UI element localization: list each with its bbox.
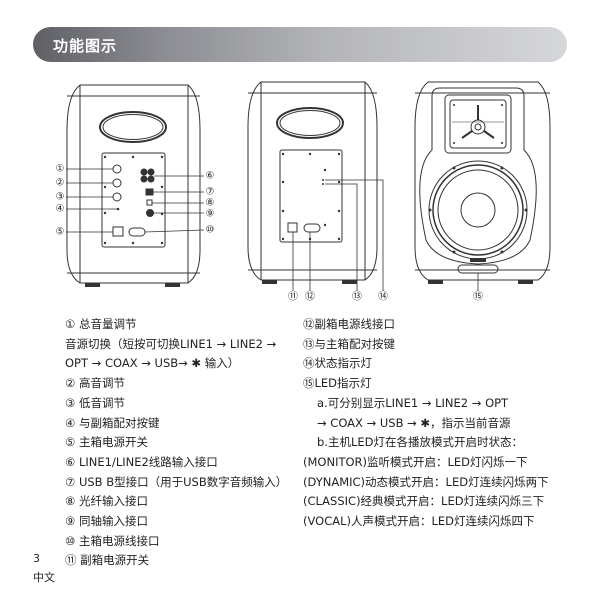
callout-9: ⑨: [206, 209, 215, 220]
callout-11: ⑪: [288, 291, 298, 303]
callout-1: ①: [56, 164, 65, 175]
list-item: ⑪ 副箱电源开关: [65, 553, 150, 568]
list-item: ⑤ 主箱电源开关: [65, 435, 148, 450]
section-title: 功能图示: [53, 37, 118, 55]
list-item: ① 总音量调节: [65, 317, 137, 331]
list-item: ⑬与主箱配对按键: [303, 336, 395, 351]
list-item: ⑭状态指示灯: [303, 356, 372, 371]
list-item: 音源切换（短按可切换LINE1 → LINE2 →: [65, 336, 277, 351]
list-item: (MONITOR)监听模式开启：LED灯闪烁一下: [303, 454, 528, 469]
list-item: (CLASSIC)经典模式开启：LED灯连续闪烁三下: [303, 494, 545, 509]
list-item: ⑧ 光纤输入接口: [65, 494, 148, 509]
callout-2: ②: [56, 178, 65, 189]
callout-4: ④: [56, 204, 65, 215]
list-item: ⑫副箱电源线接口: [303, 317, 395, 331]
speaker-front: [414, 81, 551, 291]
callout-5: ⑤: [56, 227, 65, 238]
sub-speaker-rear: [247, 81, 384, 291]
list-item: ⑦ USB B型接口（用于USB数字音频输入）: [65, 474, 288, 489]
list-item: ④ 与副箱配对按键: [65, 415, 160, 430]
language-label: 中文: [33, 571, 55, 584]
feature-list-right: ⑫副箱电源线接口 ⑬与主箱配对按键 ⑭状态指示灯 ⑮LED指示灯 a.可分别显示…: [303, 315, 549, 532]
list-item: ⑥ LINE1/LINE2线路输入接口: [65, 454, 218, 469]
list-item: ② 高音调节: [65, 376, 125, 391]
feature-list-left: ① 总音量调节 音源切换（短按可切换LINE1 → LINE2 → OPT → …: [65, 315, 287, 571]
list-item: ⑨ 同轴输入接口: [65, 514, 148, 529]
callout-15: ⑮: [473, 291, 483, 303]
callout-3: ③: [56, 192, 65, 203]
list-item: → COAX → USB → ✱，指示当前音源: [317, 415, 511, 430]
list-item: a.可分别显示LINE1 → LINE2 → OPT: [317, 395, 509, 410]
list-item: OPT → COAX → USB→ ✱ 输入）: [65, 356, 240, 371]
list-item: (VOCAL)人声模式开启：LED灯连续闪烁四下: [303, 514, 535, 529]
callout-6: ⑥: [206, 171, 215, 182]
list-item: (DYNAMIC)动态模式开启：LED灯连续闪烁两下: [303, 474, 549, 489]
callout-7: ⑦: [206, 187, 215, 198]
main-speaker-rear: [66, 84, 205, 287]
callout-10: ⑩: [206, 225, 215, 236]
list-item: ⑩ 主箱电源线接口: [65, 533, 160, 548]
section-header-bar: 功能图示: [33, 27, 567, 62]
list-item: ⑮LED指示灯: [303, 376, 372, 391]
callout-12: ⑫: [305, 291, 315, 303]
list-item: b.主机LED灯在各播放模式开启时状态：: [317, 435, 523, 450]
list-item: ③ 低音调节: [65, 395, 125, 410]
callout-8: ⑧: [206, 198, 215, 209]
page-number: 3: [33, 552, 40, 565]
callout-13: ⑬: [352, 291, 362, 303]
callout-14: ⑭: [378, 291, 388, 303]
